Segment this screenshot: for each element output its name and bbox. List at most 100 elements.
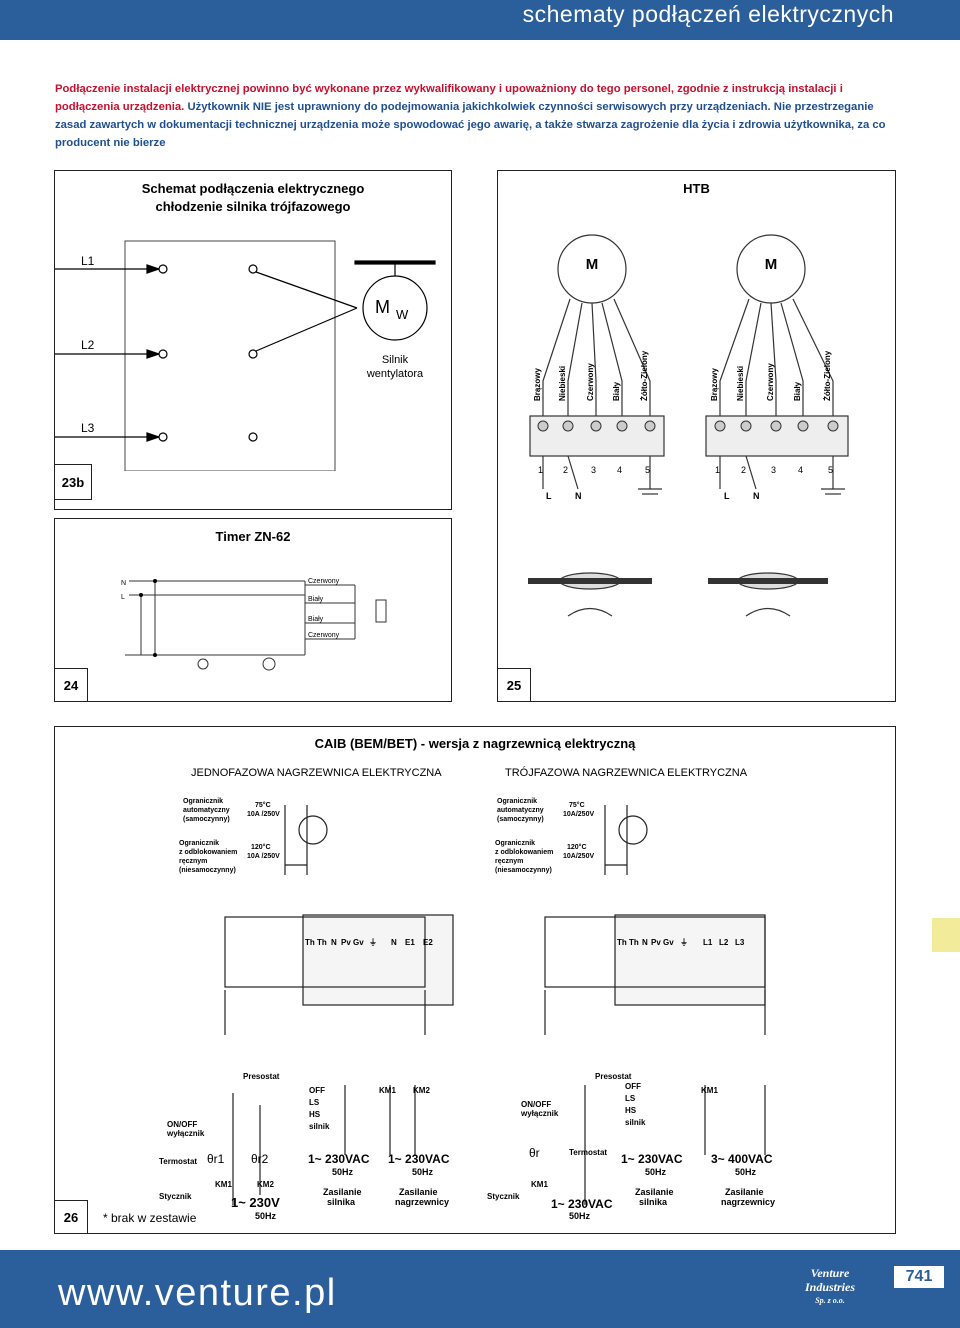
onoff-label: wyłącznik xyxy=(520,1109,559,1118)
supply-heater: 50Hz xyxy=(412,1167,434,1177)
km-label: KM1 xyxy=(531,1180,548,1189)
right-heater-subtitle: TRÓJFAZOWA NAGRZEWNICA ELEKTRYCZNA xyxy=(505,767,748,779)
figure-23b-diagram: L1 L2 L3 M W Silnik wentylatora xyxy=(55,240,436,471)
termostat-label: Termostat xyxy=(159,1157,197,1166)
limiter1-spec: 75°C xyxy=(255,801,271,809)
figure-23b-title: Schemat podłączenia elektrycznego chłodz… xyxy=(55,171,451,216)
wire-label-brown-r: Brązowy xyxy=(710,368,719,401)
intro-text-3: Nie przestrzeganie zasad zawartych w dok… xyxy=(55,101,886,149)
intro-paragraph: Podłączenie instalacji elektrycznej powi… xyxy=(55,80,905,152)
intro-text-1: Podłączenie instalacji elektrycznej powi… xyxy=(55,83,843,113)
terminal-label: L3 xyxy=(735,938,745,947)
onoff-label: wyłącznik xyxy=(166,1129,205,1138)
figure-24-label: 24 xyxy=(54,668,88,702)
terminal-label: ⏚ xyxy=(369,938,377,947)
figure-23b-title-line2: chłodzenie silnika trójfazowego xyxy=(155,199,351,214)
left-supply-bottom: 1~ 230V xyxy=(231,1195,280,1210)
onoff-label: ON/OFF xyxy=(521,1100,551,1109)
switch-opt: LS xyxy=(309,1098,320,1107)
limiter2-line: z odblokowaniem xyxy=(495,849,553,856)
footer-bar xyxy=(0,1250,960,1328)
supply-heater: 3~ 400VAC xyxy=(711,1152,773,1166)
side-tab-marker xyxy=(932,918,960,952)
km-label: KM2 xyxy=(413,1086,430,1095)
limiter1-line: (samoczynny) xyxy=(497,816,544,823)
timer-wire-label: Czerwony xyxy=(308,578,340,585)
figure-25-title: HTB xyxy=(683,181,710,196)
terminal-num: 5 xyxy=(828,465,833,475)
terminal-num: 2 xyxy=(741,465,746,475)
terminal-num: 3 xyxy=(771,465,776,475)
limiter2-line: z odblokowaniem xyxy=(179,849,237,856)
terminal-num: 5 xyxy=(645,465,650,475)
terminal-label: Gv xyxy=(663,938,674,947)
stycznik-label: Stycznik xyxy=(487,1192,520,1201)
logo-line-1: Venture xyxy=(810,1266,850,1280)
limiter1-line: automatyczny xyxy=(183,807,230,814)
figure-23b-panel: Schemat podłączenia elektrycznego chłodz… xyxy=(54,170,452,510)
wire-label-brown-l: Brązowy xyxy=(533,368,542,401)
terminal-num: 1 xyxy=(538,465,543,475)
terminal-num: 4 xyxy=(798,465,803,475)
figure-24-title: Timer ZN-62 xyxy=(215,529,291,544)
limiter2-spec: 10A /250V xyxy=(247,853,280,860)
figure-24-diagram: N L Czerwony Biały Biały Czerwony xyxy=(121,578,387,671)
limiter2-line: Ogranicznik xyxy=(179,840,219,847)
figure-26-title: CAIB (BEM/BET) - wersja z nagrzewnicą el… xyxy=(314,736,636,751)
switch-opt: silnik xyxy=(309,1122,330,1131)
line-label-n: N xyxy=(575,491,582,501)
switch-opt: LS xyxy=(625,1094,636,1103)
figure-25-label: 25 xyxy=(497,668,531,702)
switch-opt: OFF xyxy=(625,1082,641,1091)
km-label: KM1 xyxy=(215,1180,232,1189)
supply-motor: silnika xyxy=(639,1197,668,1207)
theta-r: θr xyxy=(529,1146,540,1160)
terminal-num: 4 xyxy=(617,465,622,475)
intro-text-2: Użytkownik NIE jest uprawniony do podejm… xyxy=(184,101,771,113)
supply-heater: Zasilanie xyxy=(725,1187,764,1197)
supply-heater: nagrzewnicy xyxy=(721,1197,775,1207)
venture-industries-logo: Venture Industries Sp. z o.o. xyxy=(790,1266,870,1320)
footer-url-link[interactable]: www.venture.pl xyxy=(58,1272,337,1314)
terminal-label: E1 xyxy=(405,938,415,947)
limiter2-spec: 10A/250V xyxy=(563,853,594,860)
terminal-label: ⏚ xyxy=(680,938,688,947)
theta-r1: θr1 xyxy=(207,1152,225,1166)
terminal-label: Th xyxy=(317,938,327,947)
presostat-label: Presostat xyxy=(595,1072,632,1081)
motor-caption-2: wentylatora xyxy=(366,368,424,380)
wire-label-red-r: Czerwony xyxy=(766,363,775,401)
termostat-label: Termostat xyxy=(569,1148,607,1157)
switch-opt: HS xyxy=(309,1110,321,1119)
timer-wire-label: Biały xyxy=(308,596,324,603)
supply-motor: 1~ 230VAC xyxy=(308,1152,370,1166)
right-supply-bottom-hz: 50Hz xyxy=(569,1211,591,1221)
limiter1-line: Ogranicznik xyxy=(497,798,537,805)
motor-symbol-sub: W xyxy=(396,307,409,322)
line-label-l: L xyxy=(724,491,730,501)
supply-motor: 50Hz xyxy=(645,1167,667,1177)
limiter1-spec: 10A /250V xyxy=(247,811,280,818)
switch-opt: OFF xyxy=(309,1086,325,1095)
supply-motor: Zasilanie xyxy=(635,1187,674,1197)
wire-label-yg-l: Żółto-Zielony xyxy=(640,350,649,401)
terminal-label: E2 xyxy=(423,938,433,947)
wire-label-blue-l: Niebieski xyxy=(558,366,567,401)
htb-motor-left: M xyxy=(586,256,599,273)
phase-label-l3: L3 xyxy=(81,421,95,435)
onoff-label: ON/OFF xyxy=(167,1120,197,1129)
limiter2-line: (niesamoczynny) xyxy=(495,867,552,874)
km-label: KM1 xyxy=(701,1086,718,1095)
terminal-label: N xyxy=(331,938,337,947)
limiter2-line: Ogranicznik xyxy=(495,840,535,847)
terminal-label: Th xyxy=(617,938,627,947)
phase-label-l2: L2 xyxy=(81,338,95,352)
supply-motor: 50Hz xyxy=(332,1167,354,1177)
limiter1-line: Ogranicznik xyxy=(183,798,223,805)
wire-label-red-l: Czerwony xyxy=(586,363,595,401)
left-heater-diagram: Ogranicznik automatyczny (samoczynny) 75… xyxy=(159,798,454,1207)
terminal-label: Gv xyxy=(353,938,364,947)
logo-line-3: Sp. z o.o. xyxy=(815,1296,845,1305)
limiter1-line: (samoczynny) xyxy=(183,816,230,823)
right-supply-bottom: 1~ 230VAC xyxy=(551,1197,613,1211)
